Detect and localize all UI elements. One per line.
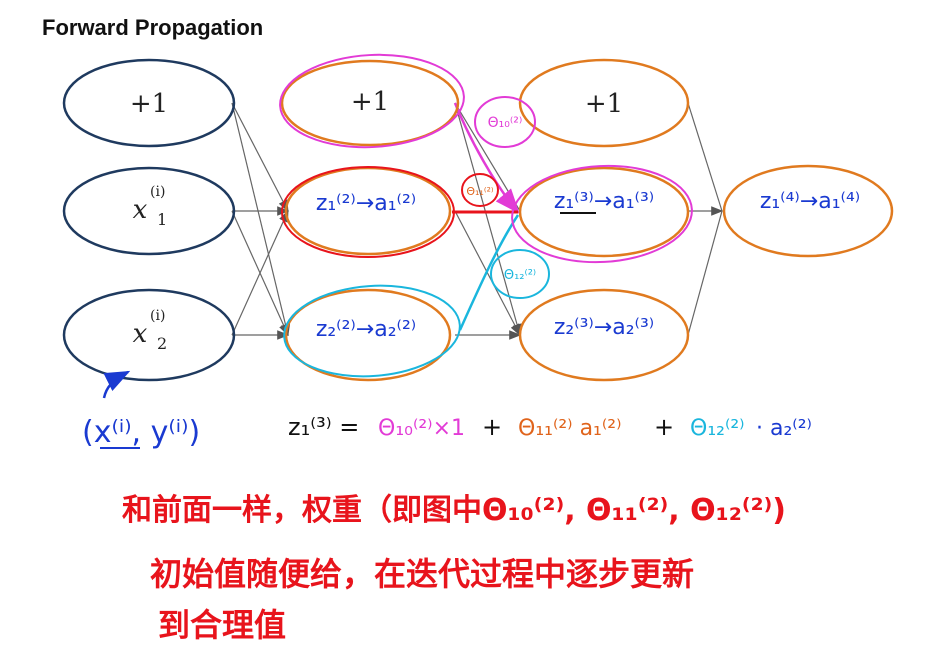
node-l3-2 — [518, 288, 690, 382]
node-l4-1 — [722, 164, 894, 258]
note-line-3: 到合理值 — [158, 606, 286, 644]
equation: z₁⁽³⁾ = Θ₁₀⁽²⁾×1 + Θ₁₁⁽²⁾ a₁⁽²⁾ + Θ₁₂⁽²⁾… — [288, 413, 812, 441]
x1-sub: 1 — [157, 210, 167, 229]
layer-4: z₁⁽⁴⁾→a₁⁽⁴⁾ — [722, 164, 894, 258]
x1-label: x — [133, 195, 148, 225]
layer-1: +1 x 1 (i) x 2 (i) — [62, 58, 236, 382]
layer-3: +1 z₁⁽³⁾→a₁⁽³⁾ z₂⁽³⁾→a₂⁽³⁾ — [511, 58, 693, 382]
node-bias-1 — [62, 58, 236, 148]
w11-red-circle — [461, 173, 499, 207]
node-bias-3-label: +1 — [585, 89, 623, 119]
equation-term-3b: · a₂⁽²⁾ — [756, 416, 812, 441]
node-bias-2-label: +1 — [351, 87, 389, 117]
handwritten-note: 和前面一样，权重（即图中Θ₁₀⁽²⁾, Θ₁₁⁽²⁾, Θ₁₂⁽²⁾) 初始值随… — [122, 493, 786, 644]
w10-label: Θ₁₀⁽²⁾ — [488, 115, 523, 131]
w12-label: Θ₁₂⁽²⁾ — [504, 268, 536, 283]
equation-plus-2: + — [654, 413, 674, 441]
connections — [231, 102, 724, 340]
layer-2: +1 z₁⁽²⁾→a₁⁽²⁾ z₂⁽²⁾→a₂⁽²⁾ — [279, 53, 465, 382]
x2-label: x — [133, 319, 148, 349]
node-l2-2-label: z₂⁽²⁾→a₂⁽²⁾ — [316, 317, 416, 342]
x2-sup: (i) — [150, 308, 165, 324]
note-line-2: 初始值随便给，在迭代过程中逐步更新 — [150, 555, 694, 593]
equation-term-1: Θ₁₀⁽²⁾×1 — [378, 416, 465, 441]
node-l3-2-label: z₂⁽³⁾→a₂⁽³⁾ — [554, 315, 654, 340]
pink-highlight-bias-2 — [279, 53, 465, 149]
node-x2 — [62, 288, 236, 382]
x1-sup: (i) — [150, 184, 165, 200]
node-l3-1-label: z₁⁽³⁾→a₁⁽³⁾ — [554, 189, 654, 214]
weight-annotations: Θ₁₀⁽²⁾ Θ₁₁⁽²⁾ Θ₁₂⁽²⁾ — [461, 96, 550, 299]
w12-cyan-circle — [490, 249, 550, 299]
red-highlight-l2-1 — [281, 166, 455, 258]
equation-term-3: Θ₁₂⁽²⁾ — [690, 416, 745, 441]
w11-label: Θ₁₁⁽²⁾ — [466, 185, 494, 198]
sample-label: (x⁽ⁱ⁾, y⁽ⁱ⁾) — [82, 415, 200, 450]
node-l2-1-label: z₁⁽²⁾→a₁⁽²⁾ — [316, 191, 416, 216]
node-bias-2 — [280, 59, 460, 147]
cyan-highlight-l2-2 — [283, 284, 461, 378]
node-l2-2 — [284, 288, 452, 382]
edge-w10-pink — [453, 102, 520, 214]
node-bias-1-label: +1 — [130, 89, 168, 119]
x2-sub: 2 — [157, 334, 167, 353]
node-l3-1 — [518, 166, 690, 258]
note-line-1: 和前面一样，权重（即图中Θ₁₀⁽²⁾, Θ₁₁⁽²⁾, Θ₁₂⁽²⁾) — [122, 493, 786, 528]
node-l4-1-label: z₁⁽⁴⁾→a₁⁽⁴⁾ — [760, 189, 860, 214]
sample-arrow — [102, 370, 131, 399]
equation-plus-1: + — [482, 413, 502, 441]
page-title: Forward Propagation — [42, 15, 263, 40]
node-bias-3 — [518, 58, 690, 148]
edge-w12-cyan — [458, 214, 520, 331]
node-x1 — [62, 166, 236, 256]
w10-pink-circle — [474, 96, 536, 148]
equation-term-2: Θ₁₁⁽²⁾ a₁⁽²⁾ — [518, 416, 622, 441]
equation-lhs: z₁⁽³⁾ = — [288, 413, 359, 441]
pink-highlight-l3-1 — [511, 164, 693, 264]
